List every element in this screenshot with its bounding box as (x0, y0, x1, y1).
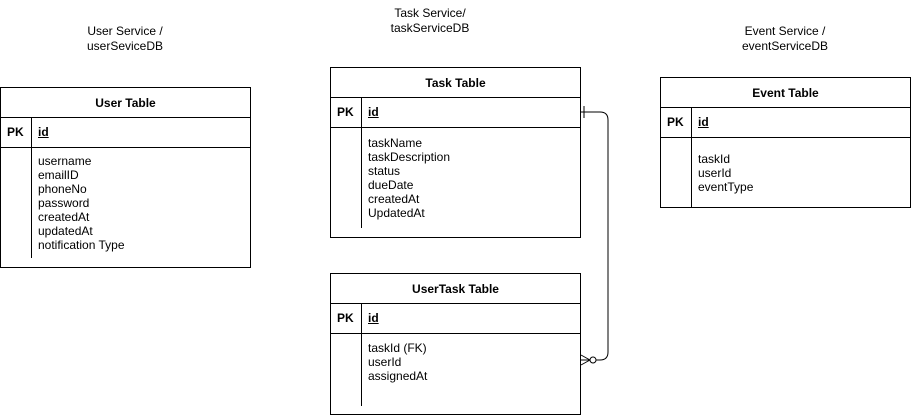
task-service-name: Task Service/ (394, 6, 466, 20)
usertask-table[interactable]: UserTask Table PK id taskId (FK) userId … (330, 273, 581, 415)
user-table-title: User Table (1, 88, 250, 118)
user-table-fields: username emailID phoneNo password create… (38, 154, 125, 252)
event-table-title: Event Table (661, 78, 910, 108)
task-service-caption: Task Service/ taskServiceDB (365, 6, 495, 36)
field-item: username (38, 154, 92, 168)
event-service-db: eventServiceDB (741, 39, 829, 53)
event-table[interactable]: Event Table PK id taskId userId eventTyp… (660, 77, 911, 208)
user-service-db: userSeviceDB (86, 39, 164, 53)
usertask-table-pk-field: id (368, 311, 379, 325)
field-item: userId (698, 166, 732, 180)
event-service-caption: Event Service / eventServiceDB (720, 24, 850, 54)
field-item: password (38, 196, 90, 210)
field-item: UpdatedAt (368, 206, 425, 220)
user-table-pk-label: PK (7, 125, 24, 139)
user-table-pk-field: id (38, 125, 49, 139)
usertask-table-title: UserTask Table (331, 274, 580, 304)
usertask-table-pk-row: PK id (331, 304, 580, 334)
relationship-line (581, 111, 609, 361)
task-table-title: Task Table (331, 68, 580, 98)
field-item: taskDescription (368, 150, 451, 164)
usertask-table-divider (361, 304, 362, 406)
task-table-pk-row: PK id (331, 98, 580, 128)
user-table-pk-row: PK id (1, 118, 250, 148)
field-item: taskId (FK) (368, 341, 427, 355)
field-item: createdAt (38, 210, 90, 224)
field-item: emailID (38, 168, 79, 182)
field-item: updatedAt (38, 224, 93, 238)
zero-cardinality-circle (589, 356, 597, 364)
event-table-fields: taskId userId eventType (698, 152, 753, 194)
user-table-divider (31, 118, 32, 258)
field-item: createdAt (368, 192, 420, 206)
user-table[interactable]: User Table PK id username emailID phoneN… (0, 87, 251, 268)
task-service-db: taskServiceDB (390, 21, 470, 35)
user-service-caption: User Service / userSeviceDB (60, 24, 190, 54)
event-table-pk-field: id (698, 115, 709, 129)
crows-foot-lower (580, 359, 591, 366)
task-table-pk-field: id (368, 105, 379, 119)
field-item: eventType (698, 180, 754, 194)
user-service-name: User Service / (87, 24, 163, 38)
field-item: taskId (698, 152, 731, 166)
crows-foot-upper (580, 354, 591, 361)
usertask-table-fields: taskId (FK) userId assignedAt (368, 341, 427, 383)
field-item: taskName (368, 136, 423, 150)
field-item: phoneNo (38, 182, 87, 196)
field-item: userId (368, 355, 402, 369)
task-table[interactable]: Task Table PK id taskName taskDescriptio… (330, 67, 581, 238)
field-item: dueDate (368, 178, 414, 192)
task-table-fields: taskName taskDescription status dueDate … (368, 136, 450, 220)
event-service-name: Event Service / (744, 24, 826, 38)
task-table-pk-label: PK (337, 105, 354, 119)
field-item: status (368, 164, 401, 178)
event-table-divider (691, 108, 692, 208)
event-table-pk-row: PK id (661, 108, 910, 138)
task-table-divider (361, 98, 362, 228)
event-table-pk-label: PK (667, 115, 684, 129)
field-item: assignedAt (368, 369, 428, 383)
usertask-table-pk-label: PK (337, 311, 354, 325)
field-item: notification Type (38, 238, 125, 252)
